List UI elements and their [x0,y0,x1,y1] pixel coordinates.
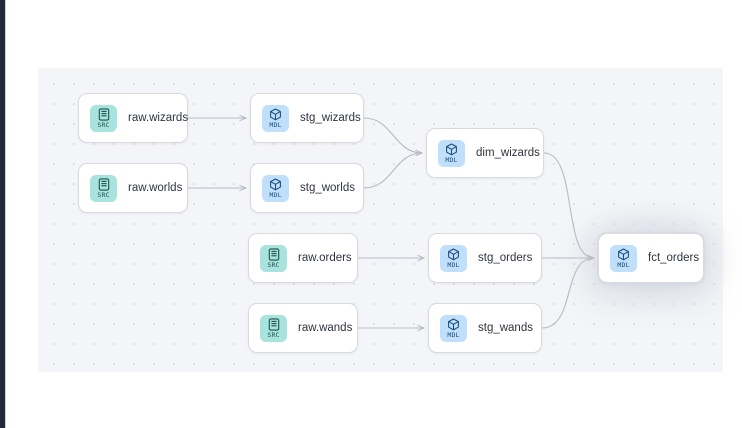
source-badge-label: SRC [267,260,280,269]
edge-stg-worlds-to-dim-wizards [363,153,422,189]
node-stg-wands[interactable]: MDL stg_wands [428,303,542,353]
model-badge-label: MDL [447,260,460,269]
node-label: raw.orders [298,252,352,264]
cube-icon [270,178,281,191]
node-label: raw.wands [298,322,353,334]
source-badge: SRC [260,314,287,342]
model-badge: MDL [262,174,289,202]
edge-dim-wizards-to-fct-orders [543,152,594,258]
node-raw-orders[interactable]: SRC raw.orders [248,233,358,283]
model-badge-label: MDL [269,120,282,129]
edge-stg-wands-to-fct-orders [541,258,594,329]
source-badge-label: SRC [267,330,280,339]
node-raw-worlds[interactable]: SRC raw.worlds [78,163,188,213]
edge-stg-wizards-to-dim-wizards [363,117,422,153]
node-stg-orders[interactable]: MDL stg_orders [428,233,542,283]
node-label: raw.worlds [128,182,183,194]
source-badge-label: SRC [97,190,110,199]
database-icon [98,108,109,121]
cube-icon [448,318,459,331]
source-badge: SRC [90,174,117,202]
node-stg-wizards[interactable]: MDL stg_wizards [250,93,364,143]
cube-icon [448,248,459,261]
source-badge-label: SRC [97,120,110,129]
source-badge: SRC [260,244,287,272]
database-icon [268,248,279,261]
node-label: dim_wizards [476,147,540,159]
source-badge: SRC [90,104,117,132]
node-label: stg_wands [478,322,533,334]
node-raw-wizards[interactable]: SRC raw.wizards [78,93,188,143]
model-badge: MDL [440,314,467,342]
node-label: stg_orders [478,252,533,264]
database-icon [98,178,109,191]
node-label: stg_wizards [300,112,361,124]
model-badge: MDL [440,244,467,272]
node-fct-orders[interactable]: MDL fct_orders [598,233,704,283]
model-badge-label: MDL [269,190,282,199]
model-badge-label: MDL [447,330,460,339]
model-badge: MDL [438,139,465,167]
database-icon [268,318,279,331]
node-label: raw.wizards [128,112,189,124]
model-badge-label: MDL [617,260,630,269]
model-badge: MDL [610,244,637,272]
node-label: fct_orders [648,252,700,264]
cube-icon [618,248,629,261]
lineage-graph-canvas[interactable]: SRC raw.wizards SRC raw.worlds SRC ra [38,68,737,372]
node-label: stg_worlds [300,182,355,194]
model-badge: MDL [262,104,289,132]
cube-icon [446,143,457,156]
left-nav-rail [0,0,6,428]
node-raw-wands[interactable]: SRC raw.wands [248,303,358,353]
node-stg-worlds[interactable]: MDL stg_worlds [250,163,364,213]
node-dim-wizards[interactable]: MDL dim_wizards [426,128,544,178]
model-badge-label: MDL [445,155,458,164]
cube-icon [270,108,281,121]
